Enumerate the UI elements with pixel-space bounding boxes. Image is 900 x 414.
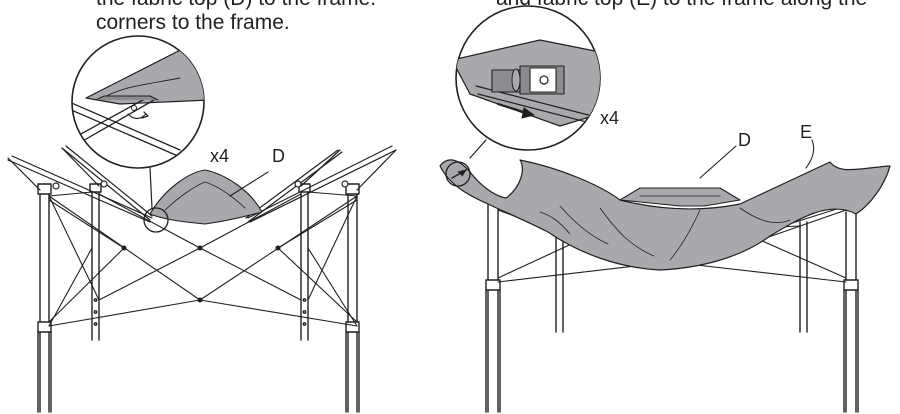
left-frame-legs bbox=[37, 183, 360, 413]
instruction-text-left-line1: the fabric top (D) to the frame. bbox=[96, 0, 376, 12]
right-part-label-d: D bbox=[738, 130, 751, 150]
instruction-text-right-line1: and fabric top (E) to the frame along th… bbox=[496, 0, 867, 12]
right-frame-legs bbox=[485, 201, 859, 413]
left-frame-rafters bbox=[7, 145, 397, 223]
right-canopy-figure bbox=[439, 139, 891, 413]
left-multiplier-label: x4 bbox=[210, 146, 230, 166]
instruction-text-left-line2: corners to the frame. bbox=[96, 11, 290, 34]
right-callout-origin bbox=[445, 161, 471, 187]
left-callout-origin bbox=[143, 207, 169, 233]
right-fabric-skirt bbox=[439, 159, 891, 271]
right-zoom-detail bbox=[455, 5, 601, 151]
left-part-label-d: D bbox=[272, 146, 285, 166]
left-zoom-detail bbox=[71, 35, 205, 169]
right-part-label-e: E bbox=[800, 122, 813, 142]
left-frame-trusses bbox=[48, 191, 358, 327]
left-canopy-figure bbox=[7, 145, 397, 413]
left-fabric-top bbox=[149, 169, 263, 225]
right-multiplier-label: x4 bbox=[600, 108, 620, 128]
